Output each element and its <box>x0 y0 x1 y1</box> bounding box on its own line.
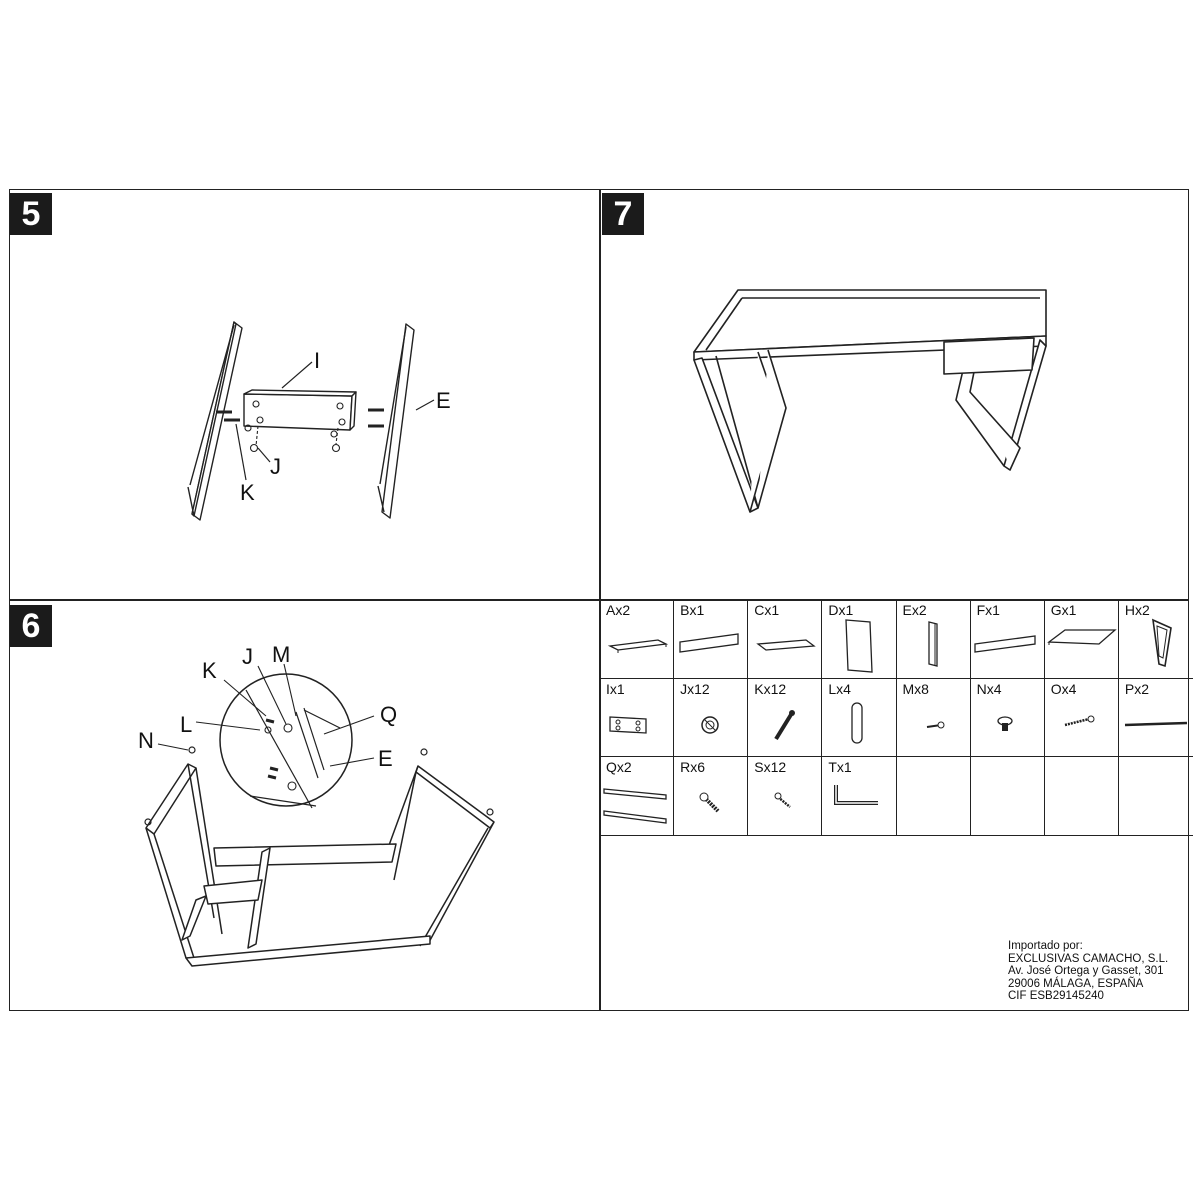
long-panel-icon <box>973 635 1036 653</box>
empty-part-cell <box>1118 757 1193 836</box>
label-k-6: K <box>202 658 217 683</box>
part-cell-nx4: Nx4 <box>970 678 1045 757</box>
importer-line-3: Av. José Ortega y Gasset, 301 <box>1008 965 1164 977</box>
desktop-top-icon <box>1046 629 1117 645</box>
part-label: Ix1 <box>606 680 625 697</box>
label-l: L <box>180 712 192 737</box>
step-5-badge: 5 <box>10 193 52 235</box>
leg-frame-icon <box>1151 618 1172 668</box>
part-cell-jx12: Jx12 <box>674 678 749 757</box>
part-label: Rx6 <box>680 759 706 775</box>
importer-line-5: CIF ESB29145240 <box>1008 990 1104 1002</box>
label-m: M <box>272 642 290 667</box>
empty-part-cell <box>1044 757 1119 836</box>
part-label: Nx4 <box>976 680 1002 697</box>
part-cell-dx1: Dx1 <box>822 600 897 679</box>
part-cell-fx1: Fx1 <box>970 600 1045 679</box>
part-cell-sx12: Sx12 <box>748 757 823 836</box>
part-cell-ix1: Ix1 <box>600 678 675 757</box>
horizontal-divider-left <box>9 599 600 601</box>
label-e-6: E <box>378 746 393 771</box>
part-cell-rx6: Rx6 <box>674 757 749 836</box>
part-cell-px2: Px2 <box>1118 679 1193 757</box>
part-label: Lx4 <box>828 680 851 697</box>
part-cell-gx1: Gx1 <box>1044 600 1119 679</box>
part-cell-cx1: Cx1 <box>748 600 823 679</box>
part-label: Mx8 <box>902 680 929 697</box>
leveling-foot-icon <box>996 715 1013 731</box>
part-label: Qx2 <box>606 759 632 775</box>
part-label: Cx1 <box>754 602 780 618</box>
drawer <box>943 337 1035 375</box>
part-cell-bx1: Bx1 <box>674 600 749 679</box>
step-5-illustration: I E J K <box>187 321 451 521</box>
thin-board-icon <box>756 639 817 651</box>
machine-screw-icon <box>699 792 720 813</box>
label-e: E <box>436 388 451 413</box>
importer-line-1: Importado por: <box>1008 940 1083 952</box>
part-label: Gx1 <box>1050 602 1077 618</box>
step-6-badge: 6 <box>10 605 52 647</box>
part-label: Hx2 <box>1124 602 1150 618</box>
part-label: Fx1 <box>976 602 1000 618</box>
part-label: Tx1 <box>828 759 852 775</box>
step-6-illustration: K J M L N Q E <box>138 642 495 967</box>
part-cell-ox4: Ox4 <box>1044 678 1119 757</box>
empty-part-cell <box>896 757 971 836</box>
label-j: J <box>270 454 281 479</box>
connector-plate-icon <box>609 715 647 734</box>
frame-right-top <box>415 765 495 829</box>
importer-line-2: EXCLUSIVAS CAMACHO, S.L. <box>1008 952 1169 965</box>
bottom-rail <box>185 935 431 967</box>
label-k: K <box>240 480 255 505</box>
side-rail-icon <box>927 621 938 667</box>
back-panel-icon <box>679 633 739 653</box>
part-cell-lx4: Lx4 <box>822 678 897 757</box>
short-screw-icon <box>774 792 792 808</box>
drawer-slide-icon <box>603 788 667 824</box>
left-leg-frame <box>693 357 759 513</box>
part-label: Jx12 <box>680 680 710 697</box>
shelf-board-icon <box>607 639 669 653</box>
long-rod-icon <box>1124 721 1187 726</box>
label-i: I <box>314 348 320 373</box>
empty-part-cell <box>970 757 1045 836</box>
part-label: Bx1 <box>680 602 705 618</box>
part-cell-kx12: Kx12 <box>748 678 823 757</box>
cam-lock-icon <box>701 715 719 734</box>
label-q: Q <box>380 702 397 727</box>
part-label: Dx1 <box>828 602 854 618</box>
part-label: Ox4 <box>1050 680 1077 697</box>
wood-screw-icon <box>1064 715 1095 726</box>
part-cell-qx2: Qx2 <box>600 757 675 836</box>
part-label: Ax2 <box>606 602 631 618</box>
part-label: Px2 <box>1124 680 1149 697</box>
part-cell-mx8: Mx8 <box>896 678 971 757</box>
allen-key-icon <box>834 785 879 805</box>
part-label: Kx12 <box>754 680 787 697</box>
drawer-front-icon <box>845 619 874 673</box>
part-label: Ex2 <box>902 602 927 618</box>
step-7-badge: 7 <box>602 193 644 235</box>
step-7-illustration <box>693 289 1047 513</box>
part-cell-ex2: Ex2 <box>896 600 971 679</box>
wood-dowel-icon <box>851 701 864 744</box>
horizontal-divider-right <box>600 599 1189 601</box>
part-cell-tx1: Tx1 <box>822 757 897 836</box>
small-screw-icon <box>926 721 944 728</box>
label-n: N <box>138 728 154 753</box>
importer-line-4: 29006 MÁLAGA, ESPAÑA <box>1008 977 1144 990</box>
label-j-6: J <box>242 644 253 669</box>
right-side-panel-e <box>381 323 415 519</box>
cam-bolt-icon <box>774 709 796 740</box>
part-cell-ax2: Ax2 <box>600 600 675 679</box>
frame-left-top <box>145 763 197 835</box>
importer-info: Importado por: EXCLUSIVAS CAMACHO, S.L. … <box>1008 940 1168 1003</box>
part-label: Sx12 <box>754 759 787 775</box>
part-cell-hx2: Hx2 <box>1118 600 1193 679</box>
